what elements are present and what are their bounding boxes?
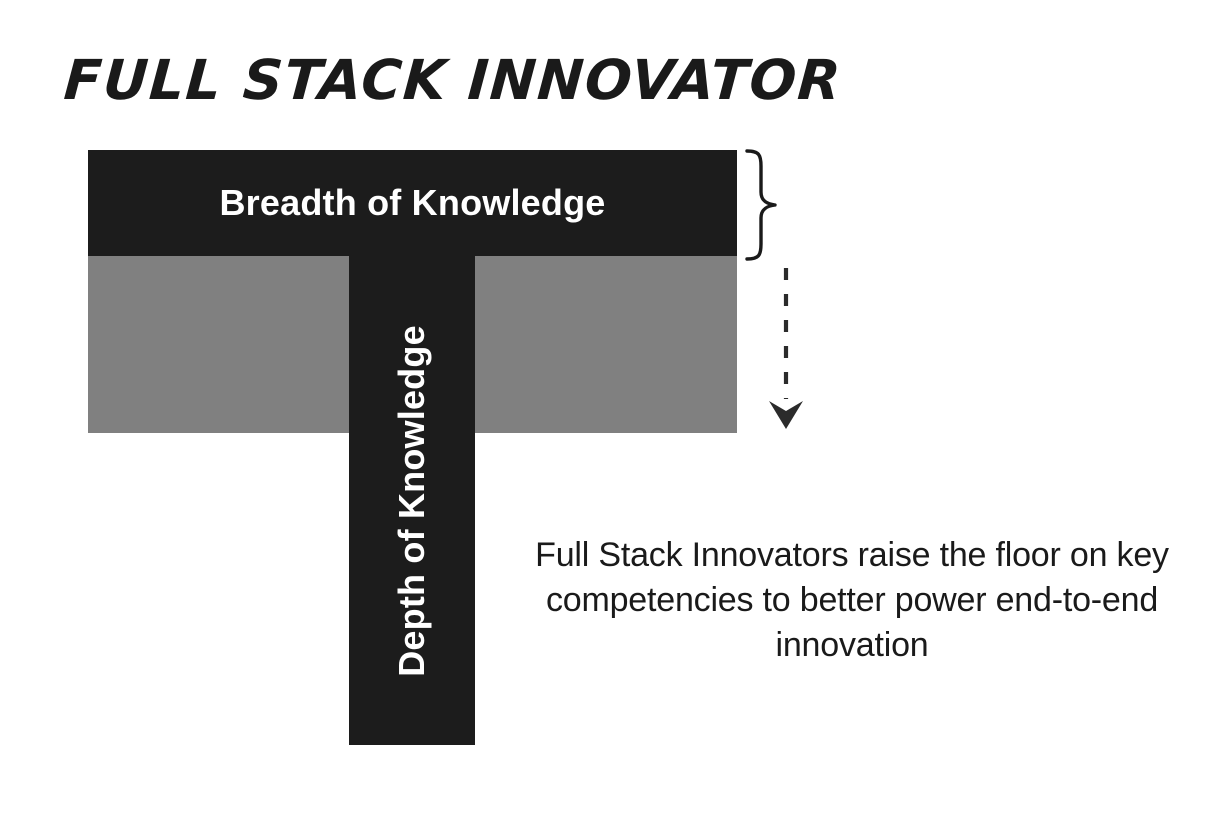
caption-text: Full Stack Innovators raise the floor on… xyxy=(535,536,1169,664)
breadth-of-knowledge-bar: Breadth of Knowledge xyxy=(88,150,737,256)
downward-dashed-arrow-icon xyxy=(769,268,803,429)
curly-brace-icon xyxy=(745,149,777,261)
breadth-of-knowledge-label: Breadth of Knowledge xyxy=(219,182,606,223)
page-title: FULL STACK INNOVATOR xyxy=(62,48,844,112)
depth-of-knowledge-stem xyxy=(349,256,475,745)
shoulder-block-left xyxy=(88,256,349,433)
shoulder-block-right xyxy=(475,256,737,433)
